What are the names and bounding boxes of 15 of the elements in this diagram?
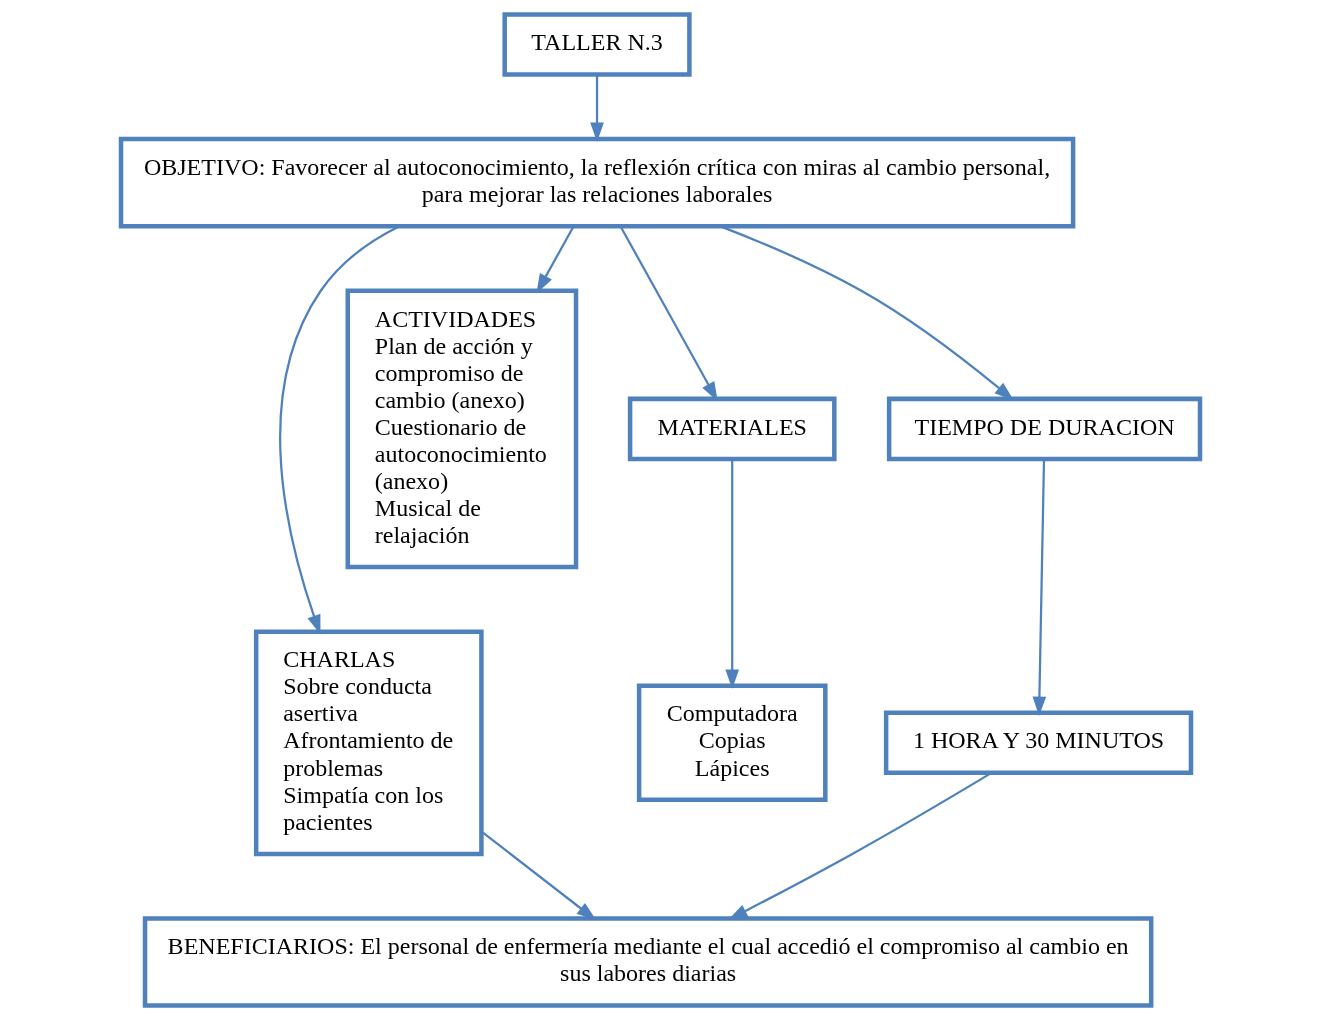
arrow [1032, 459, 1047, 717]
node-box: OBJETIVO: Favorecer al autoconocimiento, la reflexión crítica con miras al cambio personal, para mejorar las relaciones laborales [118, 136, 1076, 229]
node-box: ACTIVIDADES Plan de acción y compromiso de cambio (anexo) Cuestionario de autoconocimiento (anexo) Musical de relajación [345, 288, 579, 570]
node-box: CHARLAS Sobre conducta asertiva Afrontamiento de problemas Simpatía con los pacientes [253, 629, 484, 857]
node-box: BENEFICIARIOS: El personal de enfermería mediante el cual accedió el compromiso al cambio en sus labores diarias [142, 916, 1154, 1008]
arrow [725, 459, 740, 689]
arrow [279, 225, 400, 635]
arrow [536, 225, 575, 294]
arrow [590, 74, 604, 143]
node-box: TIEMPO DE DURACION [886, 396, 1203, 462]
arrow [619, 225, 718, 402]
node-box: Computadora Copias Lápices [636, 683, 828, 803]
node-box: 1 HORA Y 30 MINUTOS [883, 710, 1194, 776]
node-box: MATERIALES [627, 396, 837, 462]
node-box: TALLER N.3 [502, 12, 692, 77]
